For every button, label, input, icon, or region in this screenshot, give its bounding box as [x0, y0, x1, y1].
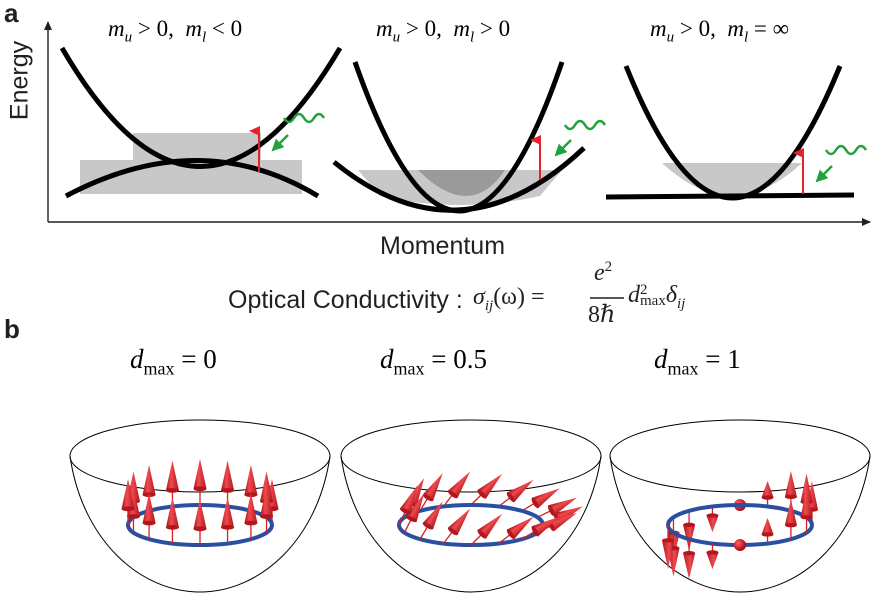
formula-lhs: σij(ω) =: [473, 284, 545, 314]
spin-cone: [470, 473, 503, 506]
upper-band: [59, 46, 343, 169]
spin-cone: [537, 497, 577, 518]
spin-cone: [761, 517, 774, 544]
bowl-rim: [609, 419, 871, 493]
spin-cone: [662, 525, 674, 569]
momentum-axis-label: Momentum: [380, 232, 506, 260]
spin-cone: [121, 479, 135, 525]
photon-arrow: [815, 165, 833, 183]
panel-a-label: a: [4, 0, 19, 28]
bowl-2: [340, 419, 602, 593]
case-label-3: mu > 0, ml = ∞: [650, 16, 790, 46]
spin-cone: [470, 513, 503, 546]
spin-cone: [706, 506, 719, 533]
spin-cone: [800, 488, 813, 533]
dmax-label-3: dmax = 1: [654, 344, 741, 379]
photon-wave: [282, 112, 326, 124]
filled-region: [662, 163, 802, 196]
bowl-side: [69, 455, 331, 593]
spin-cone: [398, 485, 418, 526]
photon-arrow: [271, 134, 289, 152]
spin-cone: [193, 499, 207, 545]
bowl-3: [609, 419, 871, 593]
panel-b-label: b: [4, 314, 20, 344]
dmax-label-2: dmax = 0.5: [380, 344, 487, 379]
spin-cone: [403, 493, 425, 533]
spin-cone: [498, 479, 534, 508]
lower-band: [332, 146, 586, 213]
case-label-2: mu > 0, ml > 0: [376, 16, 511, 46]
formula-numerator: e2: [594, 259, 613, 286]
formula-prefix: Optical Conductivity :: [228, 286, 463, 314]
spin-cone: [442, 471, 471, 507]
spin-cone: [498, 516, 534, 544]
spin-cone: [260, 486, 274, 533]
spin-cone: [419, 473, 443, 512]
photon-wave: [563, 119, 607, 131]
photon-arrow: [554, 139, 572, 157]
spin-cone: [784, 499, 797, 540]
band-diagram-1: [59, 46, 343, 199]
spin-cone: [683, 539, 696, 580]
bowl-1: [69, 419, 331, 593]
photon-wave: [824, 144, 868, 156]
spin-cone: [221, 497, 235, 544]
spin-cone: [521, 488, 560, 512]
spin-ring-back: [397, 503, 545, 526]
spin-cone: [193, 459, 207, 505]
spin-cone: [419, 501, 443, 540]
bowl-side: [340, 455, 602, 593]
flat-band: [605, 192, 855, 200]
lower-band: [64, 158, 320, 199]
paraboloid-bowls: [69, 419, 871, 593]
case-label-1: mu > 0, ml < 0: [108, 16, 243, 46]
spin-dot: [734, 539, 746, 551]
bowl-rim: [340, 419, 602, 493]
spin-cone: [142, 493, 156, 540]
bowl-side: [609, 455, 871, 593]
spin-cone: [165, 497, 179, 544]
band-diagram-3: [605, 65, 868, 201]
spin-cone: [761, 480, 774, 507]
band-diagram-2: [332, 61, 607, 214]
spin-cone: [521, 516, 560, 540]
spin-cone: [706, 543, 719, 570]
spin-cone: [244, 493, 258, 540]
filled-region-dark: [418, 170, 505, 196]
spin-cone: [442, 508, 471, 544]
formula-denominator: 8ℏ: [588, 302, 616, 328]
energy-axis-label: Energy: [5, 40, 34, 121]
dmax-label-1: dmax = 0: [130, 344, 217, 379]
